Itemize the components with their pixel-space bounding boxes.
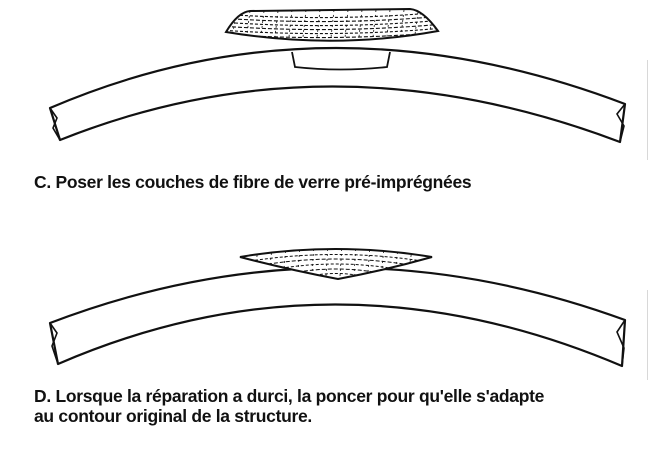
caption-step-d-line2: au contour original de la structure.: [34, 406, 312, 426]
right-edge-divider-top: [647, 60, 648, 160]
diagram-d-sanded-repair: [48, 248, 627, 368]
caption-step-d-line1: D. Lorsque la réparation a durci, la pon…: [34, 386, 545, 406]
sanded-repair-patch-d: [239, 248, 433, 281]
cut-end-right-d: [616, 319, 626, 367]
caption-step-d: D. Lorsque la réparation a durci, la pon…: [34, 386, 634, 426]
diagram-c-prepreg-plies: [48, 7, 627, 144]
cut-end-left-c: [49, 107, 61, 141]
caption-step-c: C. Poser les couches de fibre de verre p…: [34, 172, 472, 192]
cut-end-left-d: [49, 322, 59, 365]
right-edge-divider-bottom: [647, 290, 648, 380]
filler-plug-c: [291, 51, 391, 71]
cut-end-right-c: [616, 103, 626, 143]
structure-skin-d: [48, 266, 627, 368]
fiberglass-plies-c: [224, 7, 440, 42]
